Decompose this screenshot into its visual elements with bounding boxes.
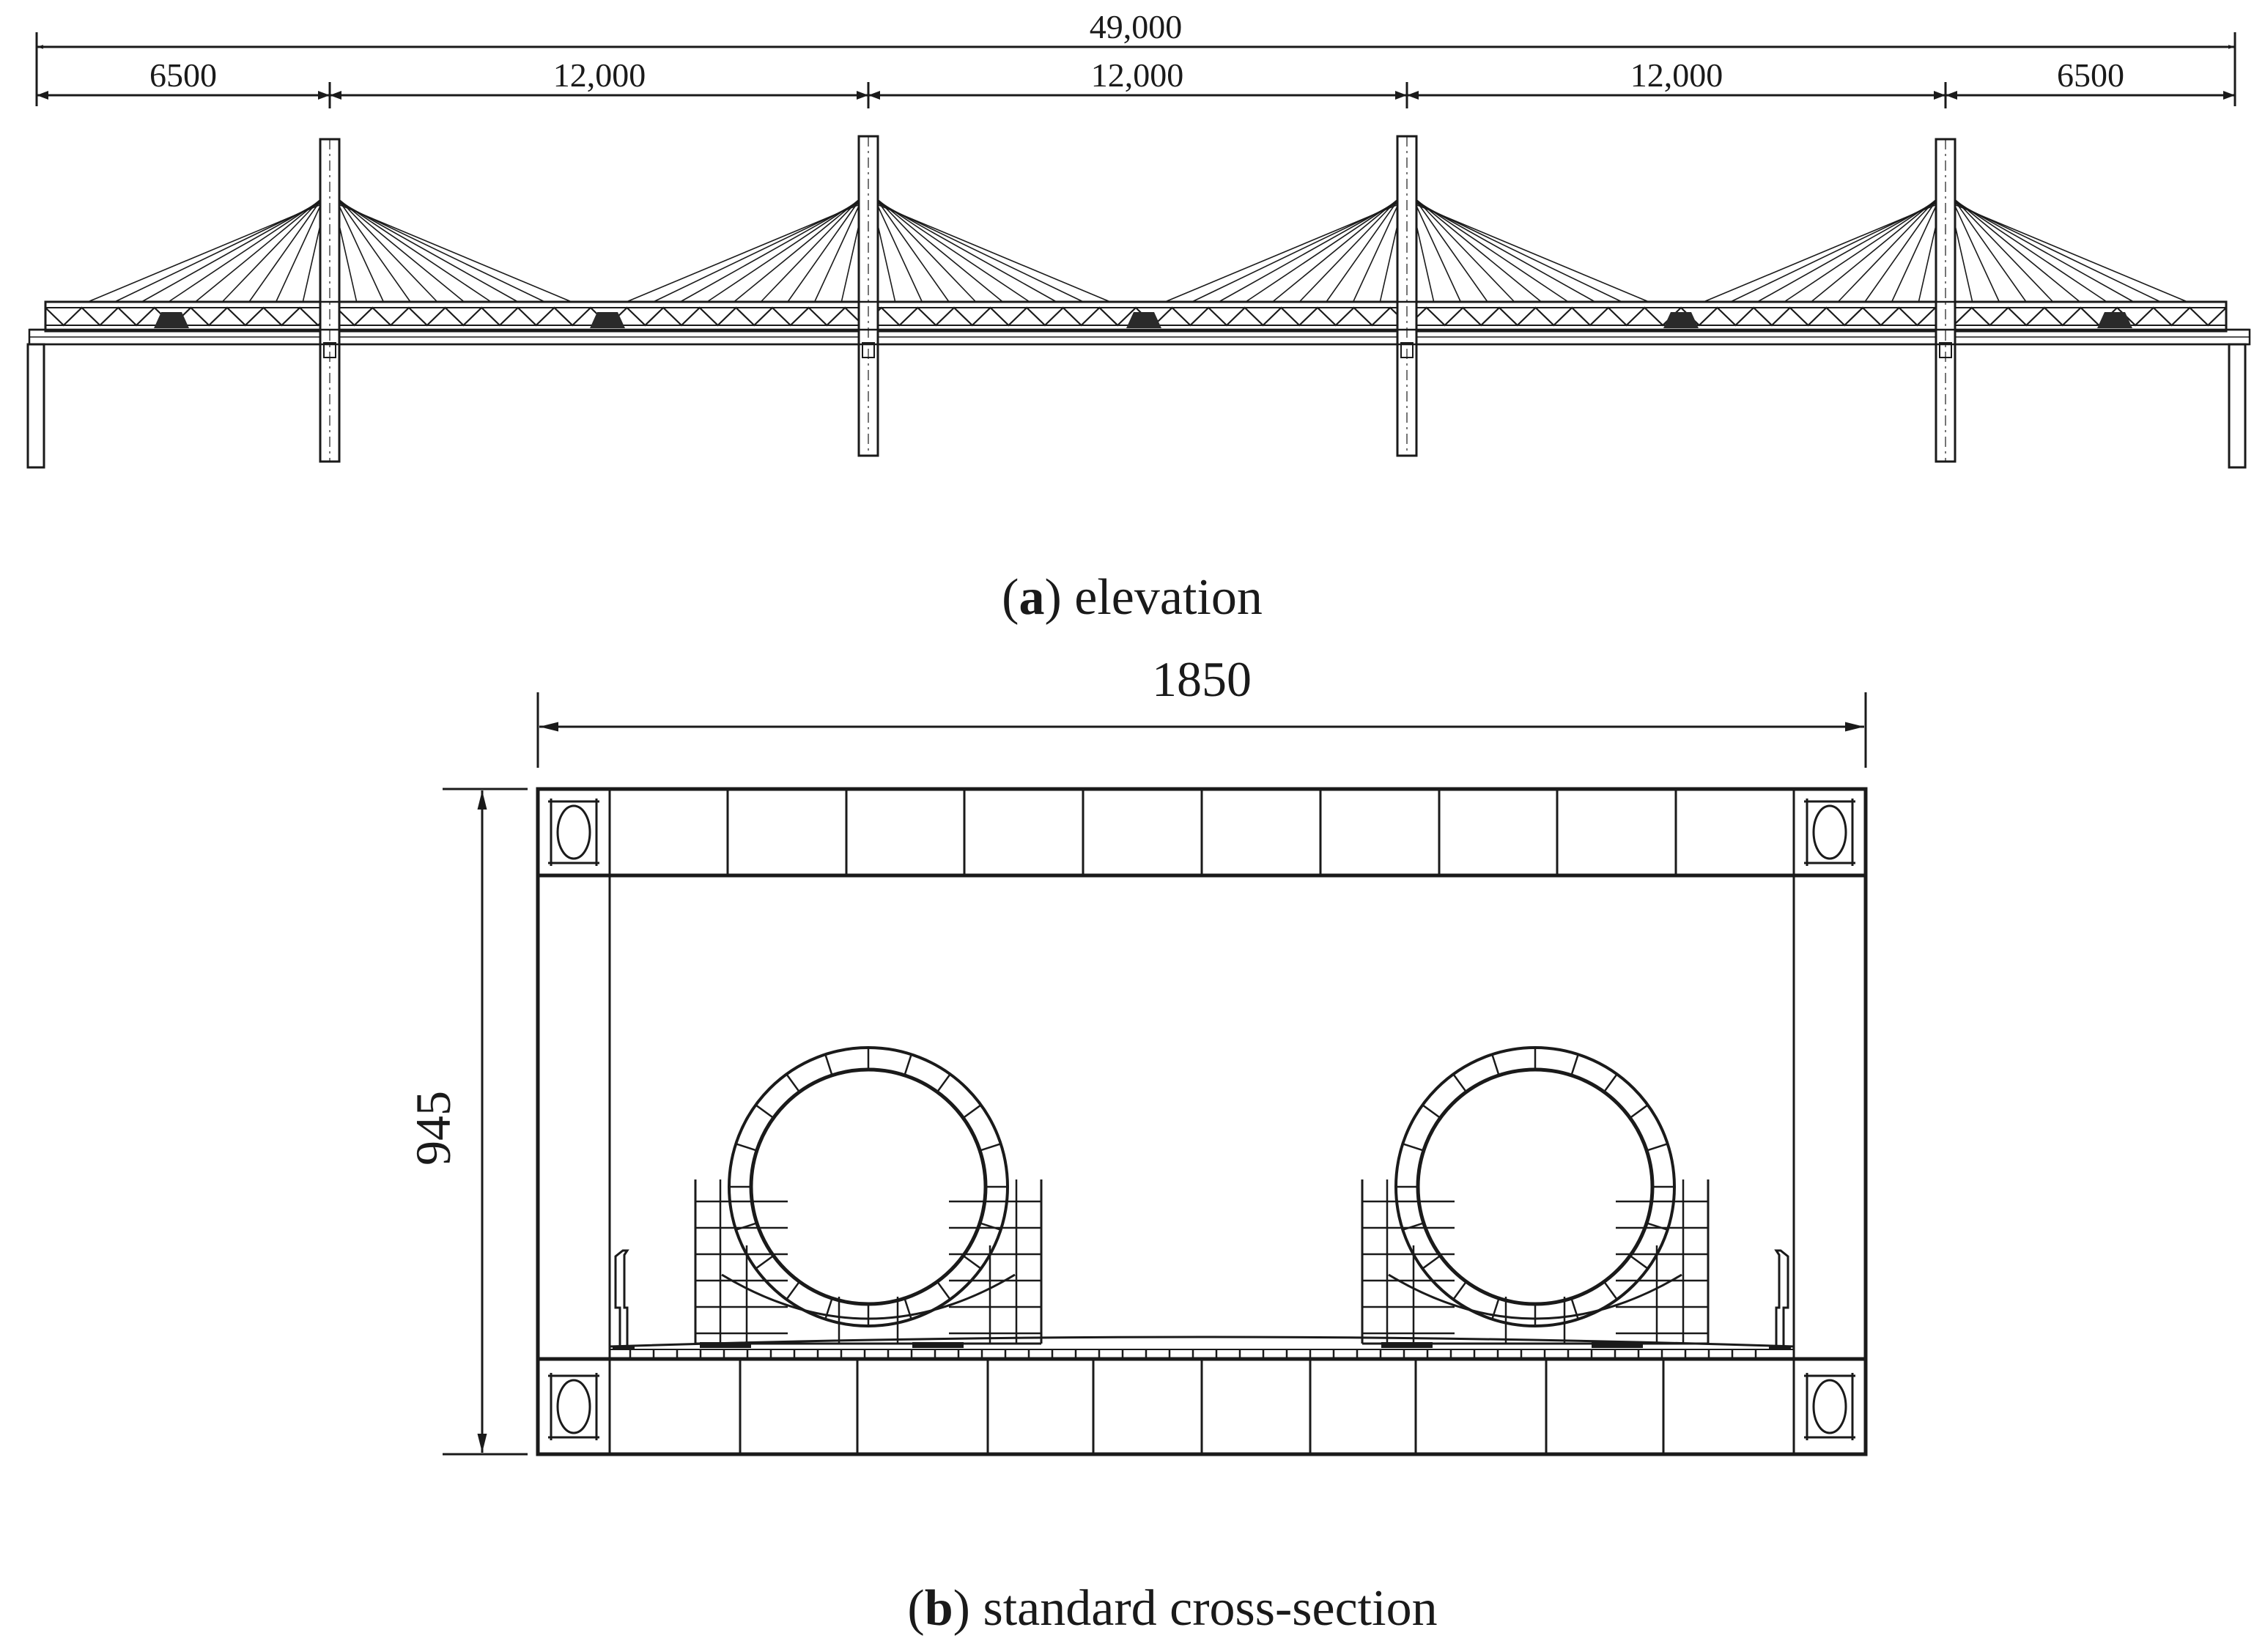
span-label-5: 6500	[2057, 56, 2124, 94]
pylon-4	[1935, 138, 1957, 463]
span-label-3: 12,000	[1091, 56, 1184, 94]
elevation-drawing: 49,000 6500 12,000 12,000 12,000 6500	[26, 8, 2251, 626]
side-posts	[613, 1249, 1791, 1349]
left-end-pier	[26, 343, 45, 469]
width-label: 1850	[1152, 651, 1252, 707]
elevation-caption: (a) elevation	[1002, 569, 1263, 626]
top-chord-cells	[726, 789, 1677, 875]
corner-box-top-right	[1804, 799, 1855, 866]
span-label-4: 12,000	[1630, 56, 1723, 94]
truss-web	[45, 306, 2227, 327]
pylons	[319, 135, 1957, 463]
corner-box-bottom-left	[548, 1373, 599, 1440]
corner-boxes	[548, 799, 1855, 1440]
cross-section-caption: (b) standard cross-section	[907, 1580, 1437, 1637]
height-label: 945	[405, 1091, 461, 1166]
right-end-pier	[2228, 343, 2247, 469]
elevation-dimensions	[35, 32, 2236, 108]
deck-plate	[609, 1336, 1795, 1360]
span-label-1: 6500	[149, 56, 217, 94]
total-length-label: 49,000	[1090, 8, 1183, 45]
pylon-1	[319, 138, 341, 463]
cable-tube-left	[694, 1046, 1043, 1345]
bottom-chord-cells	[739, 1359, 1665, 1454]
pylon-2	[857, 135, 879, 457]
stay-cables	[87, 182, 2188, 303]
span-label-2: 12,000	[553, 56, 646, 94]
cross-section-drawing: 1850 945	[405, 651, 1868, 1637]
span-arrowheads	[37, 91, 2235, 100]
deck-ribs	[629, 1349, 1757, 1360]
pylon-3	[1396, 135, 1418, 457]
corner-box-top-left	[548, 799, 599, 866]
bearing-plates	[700, 1342, 1643, 1348]
deck-blocks	[154, 312, 2132, 328]
end-piers	[26, 343, 2247, 469]
section-frame	[536, 787, 1868, 1456]
corner-box-bottom-right	[1804, 1373, 1855, 1440]
cable-tube-right	[1361, 1046, 1710, 1345]
